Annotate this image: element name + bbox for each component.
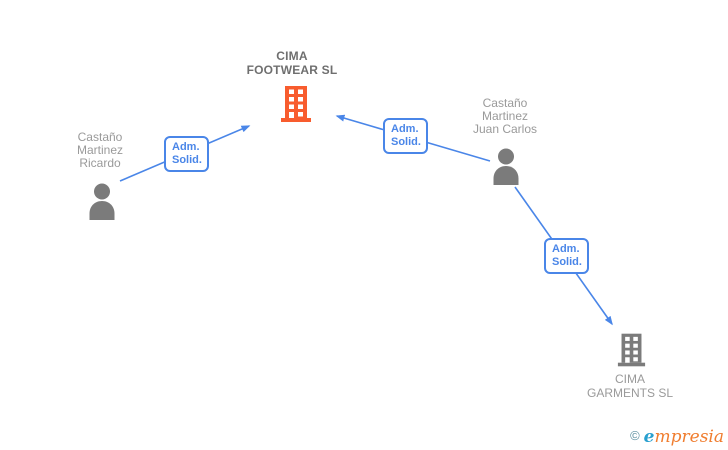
company-garments-name-line1: CIMA bbox=[615, 372, 645, 386]
person-juancarlos-label[interactable]: Castaño Martinez Juan Carlos bbox=[435, 97, 575, 136]
edge-label-adm-solid: Adm. Solid. bbox=[383, 118, 428, 154]
brand-initial: e bbox=[643, 427, 655, 447]
edge-label-adm-solid: Adm. Solid. bbox=[544, 238, 589, 274]
empresia-watermark: ©empresia bbox=[630, 427, 724, 447]
edge-label-adm-solid: Adm. Solid. bbox=[164, 136, 209, 172]
company-footwear-name-line2: FOOTWEAR SL bbox=[246, 63, 338, 77]
company-footwear-label[interactable]: CIMA FOOTWEAR SL bbox=[192, 49, 392, 77]
edge-label-line2: Solid. bbox=[552, 256, 582, 268]
company-garments-name-line2: GARMENTS SL bbox=[586, 386, 673, 400]
edge-label-line1: Adm. bbox=[172, 141, 200, 153]
person-juancarlos-name-line3: Juan Carlos bbox=[472, 122, 538, 136]
person-juancarlos-name-line1: Castaño bbox=[482, 96, 528, 110]
person-icon[interactable] bbox=[86, 182, 118, 225]
building-icon[interactable] bbox=[280, 86, 312, 127]
edge-label-line1: Adm. bbox=[552, 243, 580, 255]
company-footwear-name-line1: CIMA bbox=[276, 49, 308, 63]
building-icon[interactable] bbox=[617, 333, 646, 372]
person-ricardo-name-line2: Martinez bbox=[76, 143, 123, 157]
person-ricardo-label[interactable]: Castaño Martinez Ricardo bbox=[30, 131, 170, 170]
person-juancarlos-name-line2: Martinez bbox=[481, 109, 528, 123]
copyright-icon: © bbox=[630, 428, 640, 443]
edge-label-line2: Solid. bbox=[172, 154, 202, 166]
person-ricardo-name-line3: Ricardo bbox=[79, 156, 121, 170]
person-ricardo-name-line1: Castaño bbox=[77, 130, 123, 144]
person-icon[interactable] bbox=[490, 147, 522, 190]
brand-name: mpresia bbox=[654, 427, 725, 447]
edge-label-line1: Adm. bbox=[391, 123, 419, 135]
company-garments-label[interactable]: CIMA GARMENTS SL bbox=[550, 372, 710, 400]
edge-label-line2: Solid. bbox=[391, 136, 421, 148]
